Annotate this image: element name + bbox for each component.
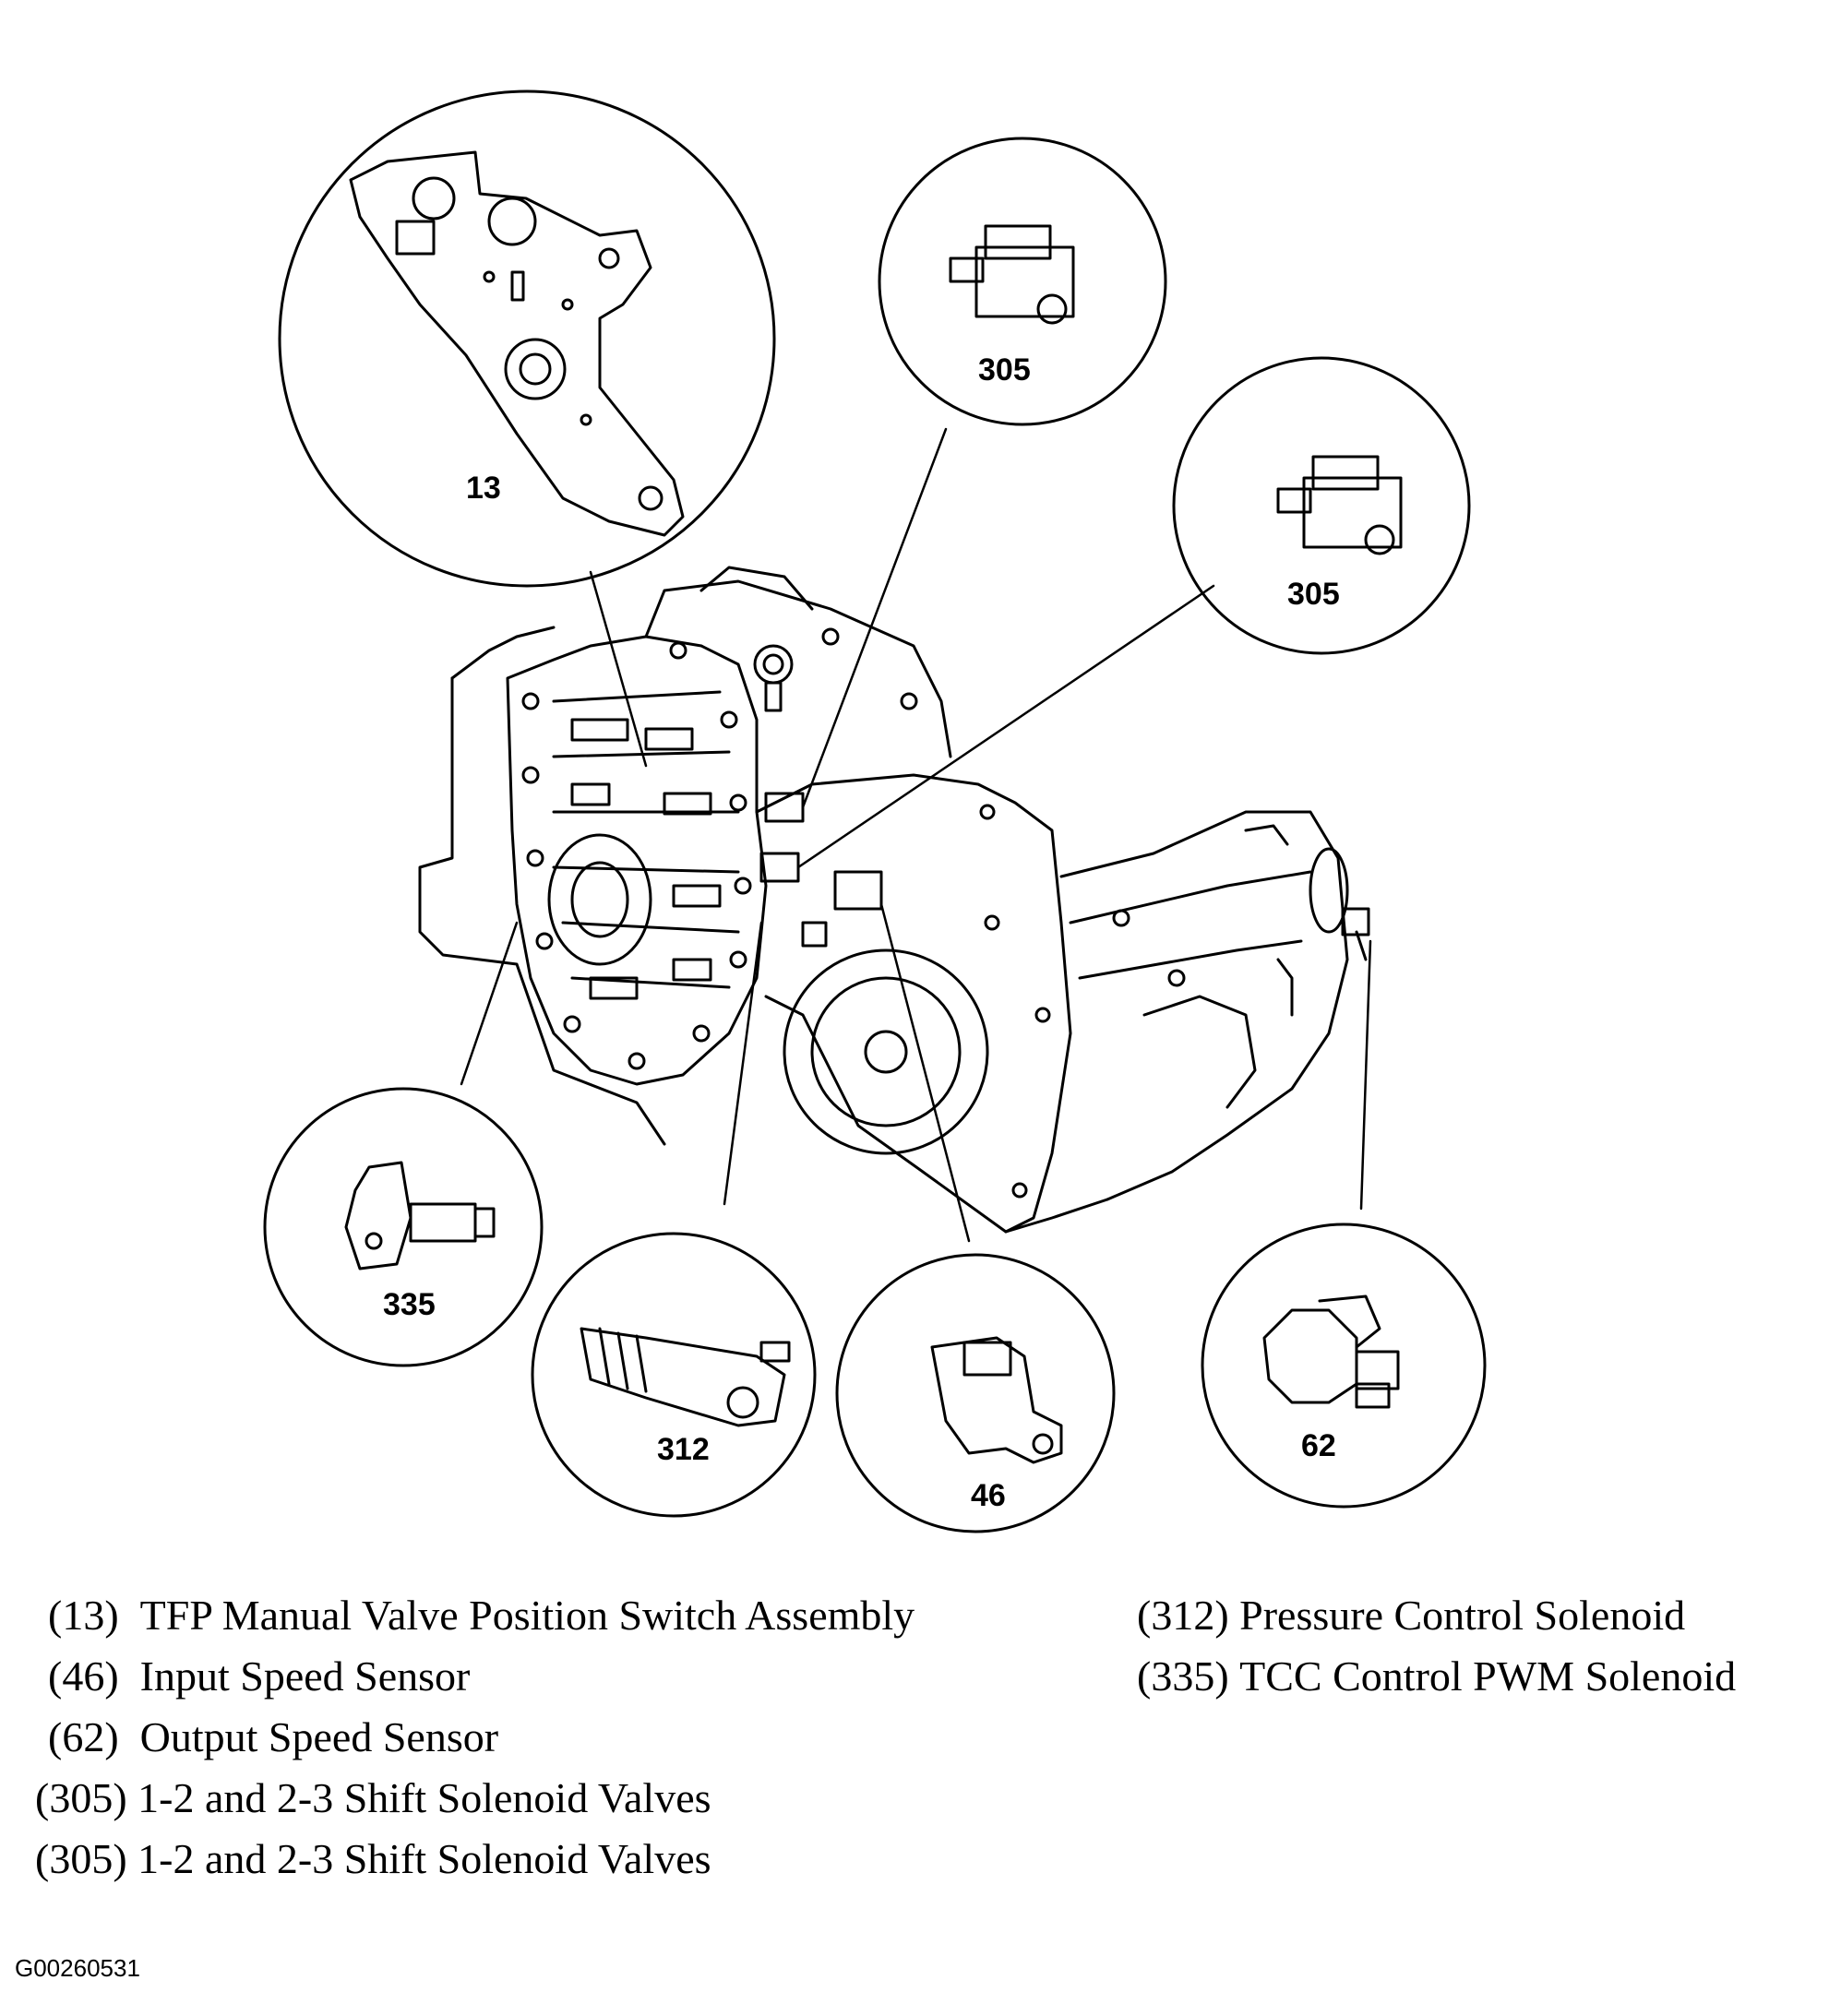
transmission-body	[418, 566, 1370, 1234]
legend-code: (46)	[48, 1652, 119, 1700]
legend-item: (312) Pressure Control Solenoid	[1137, 1585, 1736, 1646]
legend-item: (62) Output Speed Sensor	[48, 1707, 915, 1768]
callout-label-62: 62	[1301, 1428, 1336, 1463]
legend-code: (335)	[1137, 1652, 1229, 1700]
legend-code: (312)	[1137, 1592, 1229, 1639]
legend-code: (305)	[35, 1774, 127, 1821]
leader-lines	[460, 427, 1372, 1243]
callout-305-upper	[878, 137, 1167, 426]
legend-item: (13) TFP Manual Valve Position Switch As…	[48, 1585, 915, 1646]
callout-label-305-lower: 305	[1287, 577, 1340, 612]
legend-text: TCC Control PWM Solenoid	[1239, 1652, 1737, 1700]
legend-item: (305) 1-2 and 2-3 Shift Solenoid Valves	[35, 1829, 915, 1890]
legend-right: (312) Pressure Control Solenoid (335) TC…	[1137, 1585, 1736, 1707]
callout-label-46: 46	[971, 1478, 1006, 1513]
callout-62	[1201, 1223, 1487, 1509]
legend-text: TFP Manual Valve Position Switch Assembl…	[139, 1592, 915, 1639]
callout-46	[835, 1253, 1116, 1533]
callout-335	[263, 1087, 544, 1367]
legend-item: (335) TCC Control PWM Solenoid	[1137, 1646, 1736, 1707]
legend-code: (13)	[48, 1592, 119, 1639]
legend-text: Pressure Control Solenoid	[1239, 1592, 1686, 1639]
legend-code: (305)	[35, 1835, 127, 1882]
callout-312	[531, 1232, 817, 1518]
transmission-diagram: 13 305 305 335 312 46 62	[263, 89, 1487, 1533]
callout-label-335: 335	[383, 1287, 436, 1322]
legend-code: (62)	[48, 1713, 119, 1760]
legend-text: 1-2 and 2-3 Shift Solenoid Valves	[137, 1835, 711, 1882]
callout-label-305-upper: 305	[978, 352, 1031, 388]
legend-text: Output Speed Sensor	[139, 1713, 499, 1760]
callout-label-312: 312	[657, 1432, 710, 1467]
legend-item: (46) Input Speed Sensor	[48, 1646, 915, 1707]
figure-code: G00260531	[15, 1954, 140, 1982]
legend-text: Input Speed Sensor	[139, 1652, 471, 1700]
callout-13	[278, 89, 776, 588]
legend-left: (13) TFP Manual Valve Position Switch As…	[35, 1585, 915, 1890]
legend-text: 1-2 and 2-3 Shift Solenoid Valves	[137, 1774, 711, 1821]
callout-305-lower	[1172, 356, 1471, 655]
callout-label-13: 13	[466, 471, 501, 506]
legend-item: (305) 1-2 and 2-3 Shift Solenoid Valves	[35, 1768, 915, 1829]
